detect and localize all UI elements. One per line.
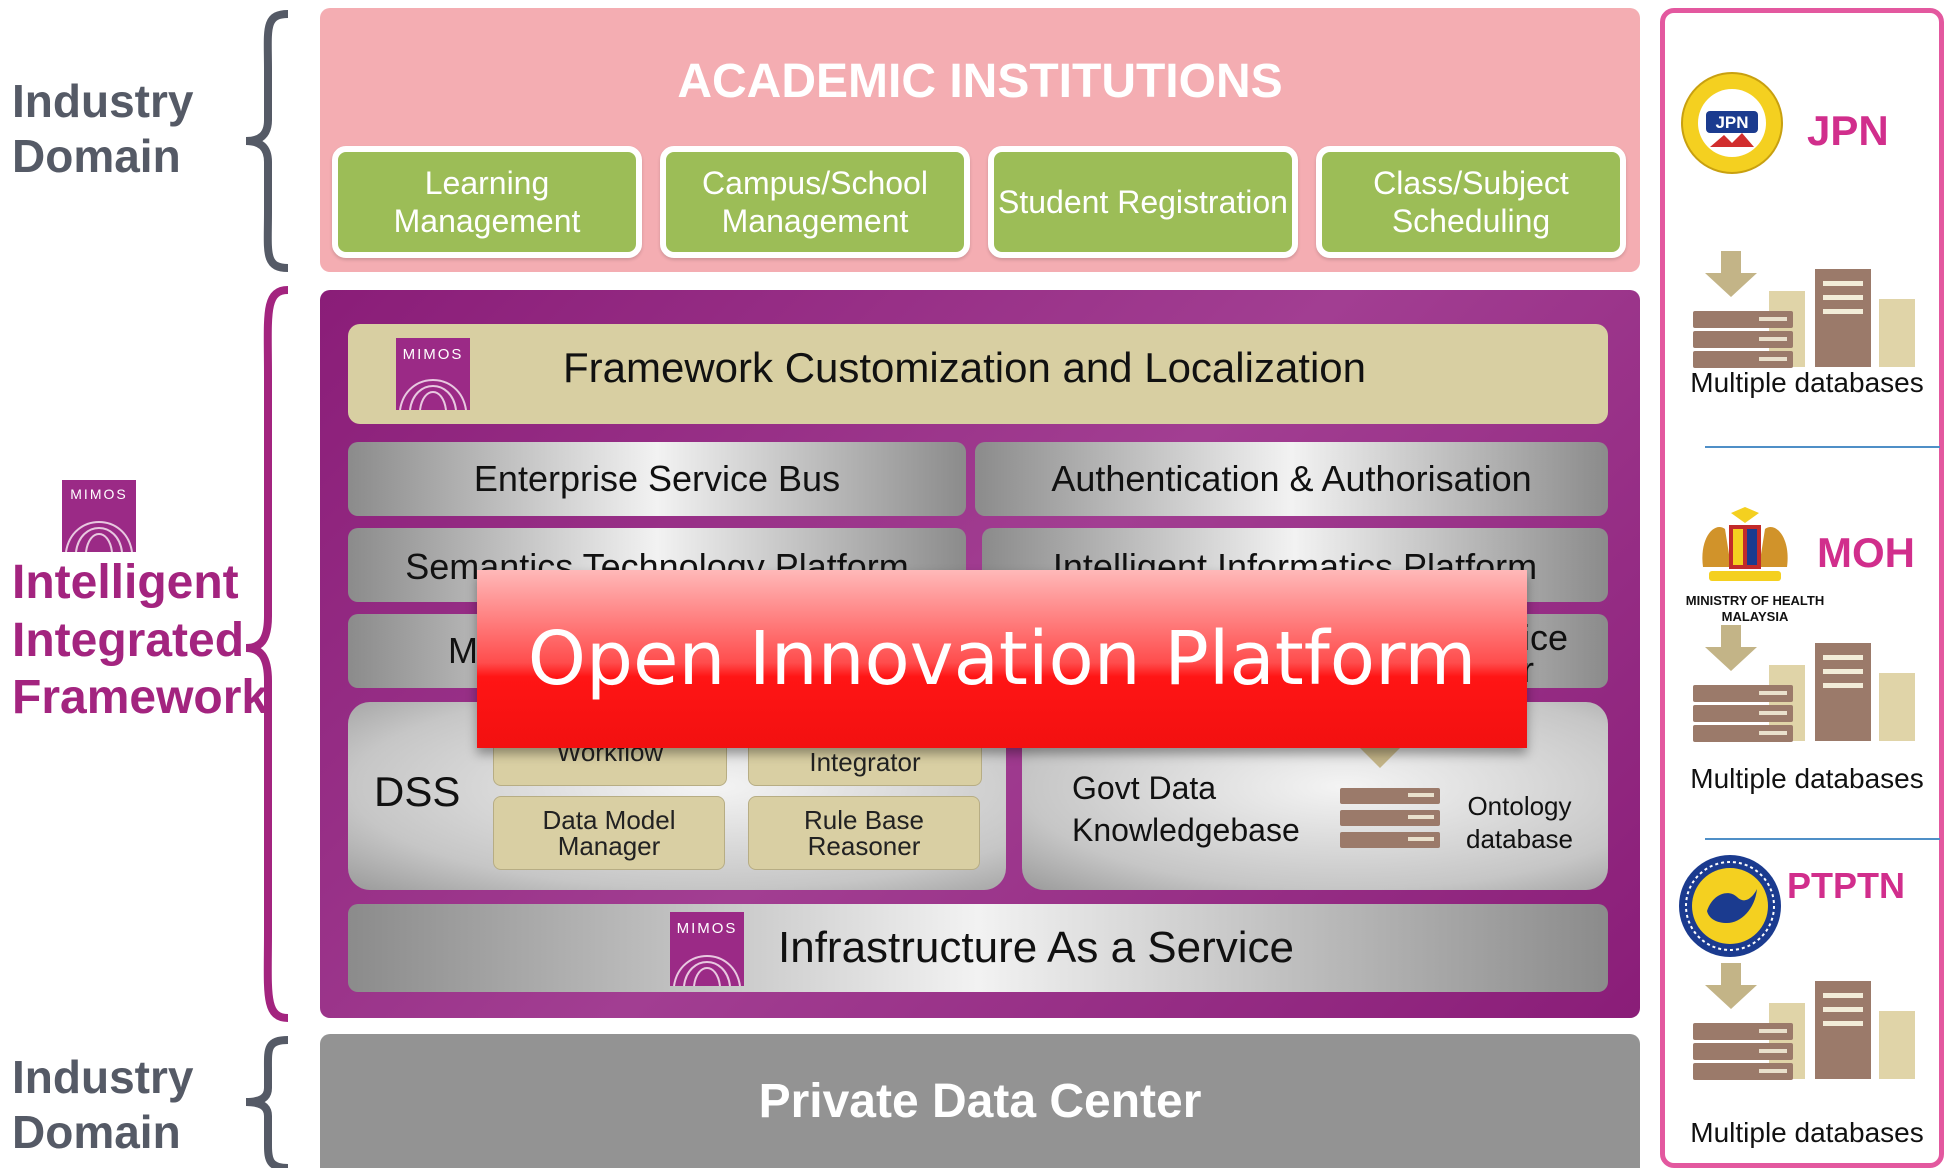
separator-line bbox=[1705, 838, 1940, 840]
moh-caption: MINISTRY OF HEALTH MALAYSIA bbox=[1665, 593, 1845, 626]
mimos-logo-text: MIMOS bbox=[70, 486, 128, 502]
ontology-database-label: Ontology database bbox=[1466, 790, 1573, 855]
moh-multiple-databases-label: Multiple databases bbox=[1690, 763, 1924, 794]
industry-domain-bottom-label: Industry Domain bbox=[12, 1050, 193, 1160]
govt-data-label: Govt Data Knowledgebase bbox=[1072, 768, 1300, 851]
private-data-center-bar: Private Data Center bbox=[320, 1034, 1640, 1168]
iif-line-1: Intelligent bbox=[12, 556, 239, 609]
iif-line-3: Framework bbox=[12, 671, 269, 725]
agencies-panel: JPN JPN Multiple databases MOH MINISTRY … bbox=[1660, 8, 1944, 1168]
moh-caption-line1: MINISTRY OF HEALTH bbox=[1685, 593, 1825, 608]
dss-label: DSS bbox=[374, 768, 461, 815]
industry-label-line: Industry bbox=[12, 75, 194, 127]
ptptn-label: PTPTN bbox=[1787, 865, 1906, 906]
academic-institutions-panel: ACADEMIC INSTITUTIONS Learning Managemen… bbox=[320, 8, 1640, 272]
learning-management-box: Learning Management bbox=[332, 146, 642, 258]
framework-customization-bar: MIMOS Framework Customization and Locali… bbox=[348, 324, 1608, 424]
ptptn-logo-icon bbox=[1679, 855, 1781, 957]
mimos-arches-icon bbox=[673, 955, 741, 986]
row3-right-bottom: r bbox=[1521, 649, 1534, 688]
knowledgebase-line: Knowledgebase bbox=[1072, 811, 1300, 848]
open-innovation-platform-banner: Open Innovation Platform bbox=[477, 570, 1527, 748]
moh-label: MOH bbox=[1817, 529, 1915, 576]
bottom-brace-icon bbox=[245, 1036, 289, 1168]
data-model-manager-box: Data Model Manager bbox=[493, 796, 725, 870]
iif-line-2: Integrated bbox=[12, 613, 245, 667]
framework-customization-label: Framework Customization and Localization bbox=[563, 344, 1367, 391]
domain-label-line: Domain bbox=[12, 130, 181, 183]
mimos-logo: MIMOS bbox=[670, 912, 744, 986]
student-registration-box: Student Registration bbox=[988, 146, 1298, 258]
infrastructure-as-a-service-box: MIMOS Infrastructure As a Service bbox=[348, 904, 1608, 992]
row3-right-text: ice r bbox=[1521, 617, 1568, 688]
mimos-arches-icon bbox=[399, 379, 467, 410]
authentication-authorisation-box: Authentication & Authorisation bbox=[975, 442, 1608, 516]
moh-database-icon bbox=[1693, 625, 1915, 742]
jpn-label: JPN bbox=[1807, 107, 1889, 154]
separator-line bbox=[1705, 446, 1940, 448]
intelligent-integrated-framework-label: Intelligent Integrated Framework bbox=[12, 554, 268, 727]
integrator-label: Integrator bbox=[809, 747, 921, 777]
database-line: database bbox=[1466, 823, 1573, 854]
ptptn-multiple-databases-label: Multiple databases bbox=[1690, 1117, 1924, 1148]
moh-caption-line2: MALAYSIA bbox=[1721, 609, 1789, 625]
industry-label-line: Industry bbox=[12, 1051, 194, 1103]
academic-institutions-title: ACADEMIC INSTITUTIONS bbox=[677, 55, 1283, 108]
enterprise-service-bus-box: Enterprise Service Bus bbox=[348, 442, 966, 516]
mimos-logo-left: MIMOS bbox=[62, 480, 136, 552]
class-subject-scheduling-box: Class/Subject Scheduling bbox=[1316, 146, 1626, 258]
moh-crest-icon bbox=[1702, 507, 1788, 581]
ptptn-database-icon bbox=[1693, 963, 1915, 1080]
mimos-logo-text: MIMOS bbox=[402, 346, 464, 363]
ontology-database-icon bbox=[1340, 788, 1440, 848]
mimos-logo-text: MIMOS bbox=[676, 920, 738, 937]
campus-school-management-box: Campus/School Management bbox=[660, 146, 970, 258]
domain-label-line: Domain bbox=[12, 1106, 181, 1159]
mimos-arches-icon bbox=[65, 521, 133, 552]
middle-brace-icon bbox=[245, 286, 289, 1022]
mimos-logo: MIMOS bbox=[396, 338, 470, 410]
rule-base-reasoner-box: Rule Base Reasoner bbox=[748, 796, 980, 870]
row3-left-label: M bbox=[448, 630, 478, 671]
jpn-logo-text: JPN bbox=[1715, 113, 1748, 132]
govt-data-line: Govt Data bbox=[1072, 770, 1217, 806]
jpn-multiple-databases-label: Multiple databases bbox=[1690, 367, 1924, 398]
jpn-logo-icon: JPN bbox=[1681, 72, 1783, 174]
infrastructure-as-a-service-label: Infrastructure As a Service bbox=[778, 923, 1294, 972]
top-brace-icon bbox=[245, 10, 289, 272]
industry-domain-top-label: Industry Domain bbox=[12, 74, 193, 184]
jpn-database-icon bbox=[1693, 251, 1915, 368]
ontology-line: Ontology bbox=[1467, 791, 1572, 821]
row3-right-top: ice bbox=[1521, 617, 1568, 658]
